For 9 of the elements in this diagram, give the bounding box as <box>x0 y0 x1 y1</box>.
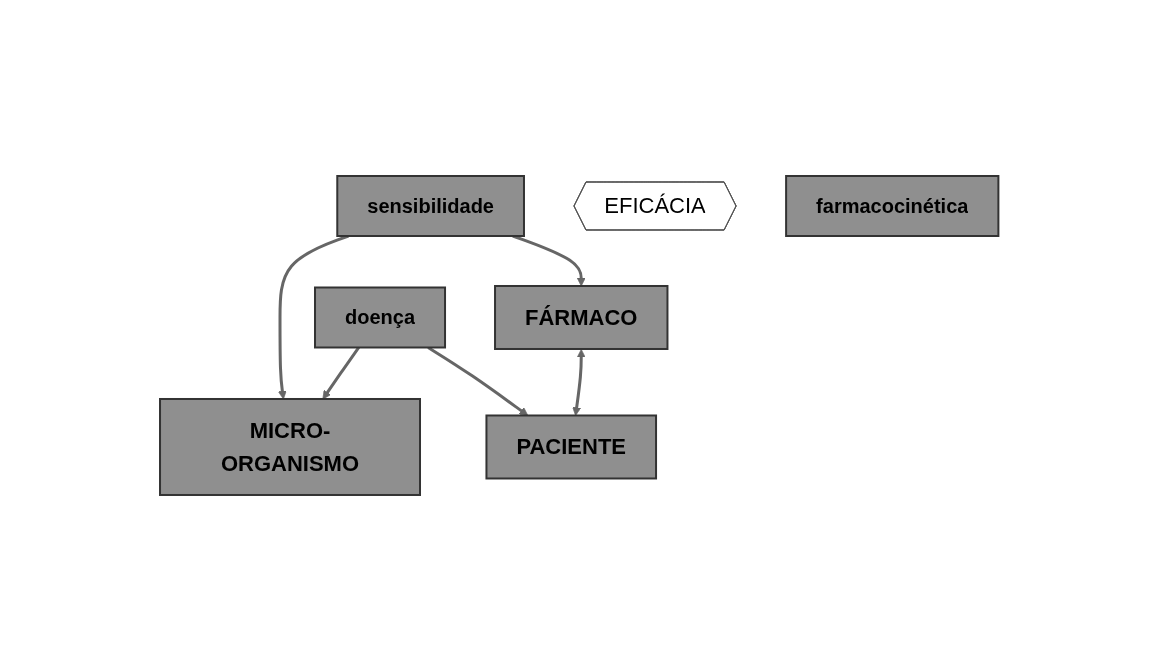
node-box: PACIENTE <box>485 414 658 480</box>
node-box: FÁRMACO <box>494 285 669 350</box>
node-box: farmacocinética <box>785 175 1000 237</box>
arrow <box>572 349 586 416</box>
node-box: doença <box>314 286 447 349</box>
arrow <box>427 346 529 416</box>
node-box: MICRO-ORGANISMO <box>159 398 422 496</box>
arrow <box>322 346 361 400</box>
node-box: sensibilidade <box>336 175 526 237</box>
